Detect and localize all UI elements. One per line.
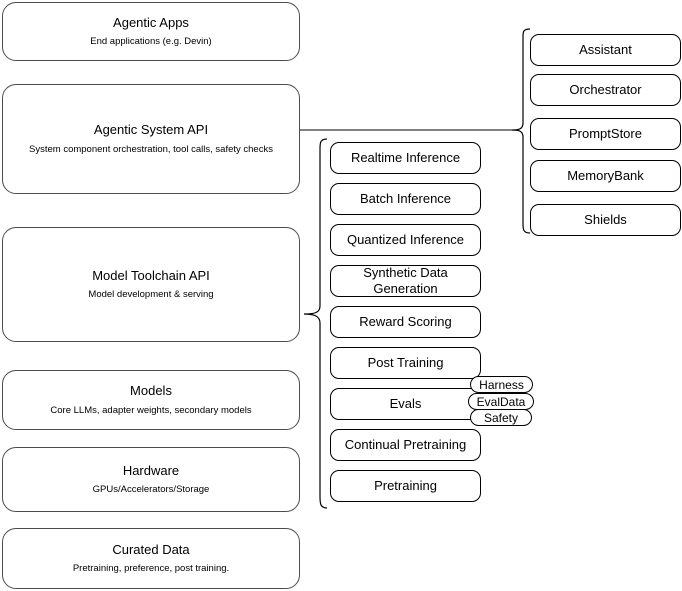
badge-label: Harness [479,377,524,392]
component-label: Orchestrator [569,81,642,97]
layer-box-agentic-system-api[interactable]: Agentic System API System component orch… [2,84,300,194]
badge-harness[interactable]: Harness [470,376,533,393]
layer-subtitle: GPUs/Accelerators/Storage [92,484,210,496]
layer-subtitle: System component orchestration, tool cal… [29,143,273,155]
component-box-shields[interactable]: Shields [530,204,681,236]
connector-agentic-system-api [300,129,512,131]
layer-subtitle: Model development & serving [88,289,214,301]
layer-title: Agentic System API [93,122,209,138]
layer-title: Model Toolchain API [92,267,210,283]
component-box-memorybank[interactable]: MemoryBank [530,160,681,192]
layer-subtitle: Pretraining, preference, post training. [72,563,230,575]
component-label: Synthetic Data Generation [363,264,448,296]
brace-model-toolchain-components [303,138,328,509]
component-label: Evals [389,395,422,411]
component-box-promptstore[interactable]: PromptStore [530,118,681,150]
component-box-pretraining[interactable]: Pretraining [330,470,481,502]
component-box-continual-pretraining[interactable]: Continual Pretraining [330,429,481,461]
layer-title: Agentic Apps [113,14,189,30]
component-box-reward-scoring[interactable]: Reward Scoring [330,306,481,338]
layer-box-curated-data[interactable]: Curated Data Pretraining, preference, po… [2,528,300,589]
component-box-evals[interactable]: Evals [330,388,481,420]
badge-label: Safety [483,410,519,425]
component-label: Reward Scoring [359,313,452,329]
layer-title: Curated Data [112,541,190,557]
layer-title: Models [130,383,172,399]
component-box-batch-inference[interactable]: Batch Inference [330,183,481,215]
layer-box-agentic-apps[interactable]: Agentic Apps End applications (e.g. Devi… [2,2,300,61]
component-label: Continual Pretraining [344,436,467,452]
layer-box-model-toolchain-api[interactable]: Model Toolchain API Model development & … [2,227,300,342]
component-box-synthetic-data-generation[interactable]: Synthetic Data Generation [330,265,481,297]
component-label: PromptStore [569,125,642,141]
component-box-assistant[interactable]: Assistant [530,34,681,66]
badge-safety[interactable]: Safety [470,409,532,426]
component-label: Quantized Inference [346,231,465,247]
component-label: Realtime Inference [350,149,461,165]
layer-subtitle: Core LLMs, adapter weights, secondary mo… [50,404,252,416]
component-label: Post Training [367,354,444,370]
component-label: Assistant [579,41,632,57]
component-box-post-training[interactable]: Post Training [330,347,481,379]
badge-label: EvalData [476,394,526,409]
component-box-realtime-inference[interactable]: Realtime Inference [330,142,481,174]
layer-box-models[interactable]: Models Core LLMs, adapter weights, secon… [2,370,300,430]
layer-subtitle: End applications (e.g. Devin) [90,36,212,48]
component-label: MemoryBank [567,167,644,183]
component-label: Shields [584,211,627,227]
component-box-orchestrator[interactable]: Orchestrator [530,74,681,106]
layer-box-hardware[interactable]: Hardware GPUs/Accelerators/Storage [2,447,300,512]
component-box-quantized-inference[interactable]: Quantized Inference [330,224,481,256]
layer-title: Hardware [122,462,180,478]
component-label: Pretraining [374,477,437,493]
component-label: Batch Inference [359,190,452,206]
brace-agentic-system-components [511,28,531,234]
badge-evaldata[interactable]: EvalData [468,393,534,410]
